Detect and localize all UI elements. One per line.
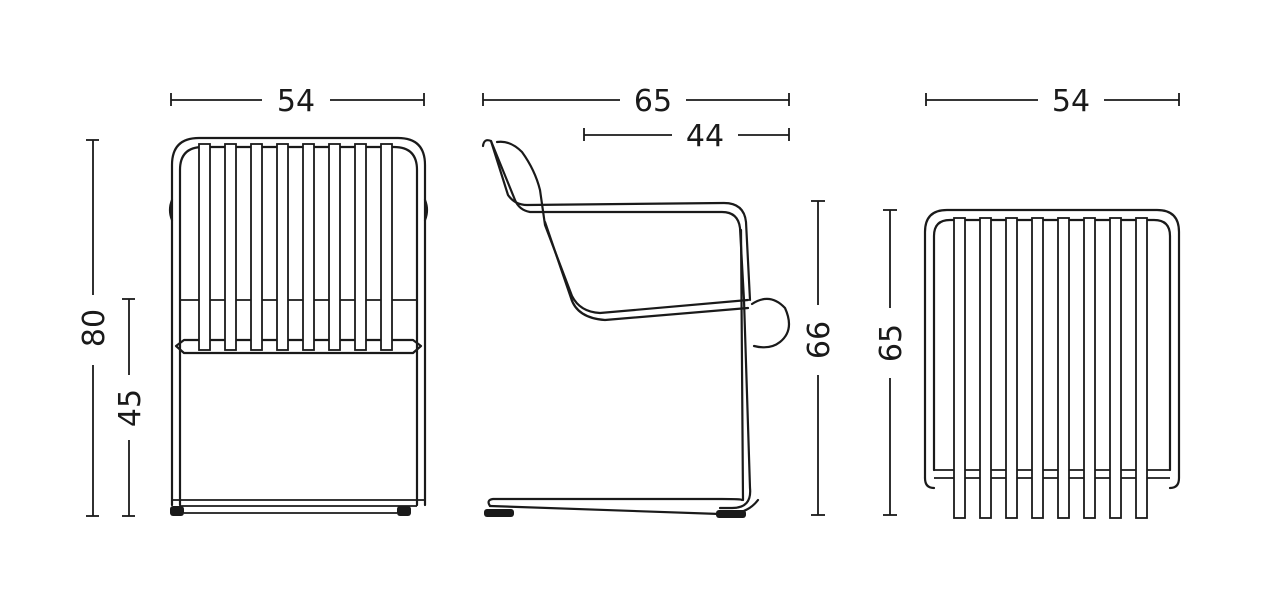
front-seat-height-dimension: 45	[113, 298, 148, 517]
front-chair-outline	[168, 136, 429, 516]
front-width-dimension: 54	[170, 84, 425, 119]
top-depth-dimension: 65	[874, 209, 909, 516]
side-view: 65 44 66	[481, 84, 837, 518]
side-height-label: 66	[802, 321, 837, 359]
top-width-dimension: 54	[925, 84, 1180, 119]
side-seat-depth-dimension: 44	[583, 119, 790, 154]
top-width-label: 54	[1052, 84, 1090, 119]
side-chair-outline	[481, 139, 791, 518]
front-view: 54 80 45	[77, 84, 429, 517]
front-slats	[198, 143, 393, 351]
front-seat-height-label: 45	[113, 389, 148, 427]
side-depth-label: 65	[634, 84, 672, 119]
front-height-dimension: 80	[77, 139, 112, 517]
side-seat-depth-label: 44	[686, 119, 724, 154]
side-height-dimension: 66	[802, 200, 837, 516]
top-view: 54 65	[874, 84, 1181, 519]
side-depth-dimension: 65	[482, 84, 790, 119]
front-width-label: 54	[277, 84, 315, 119]
top-slats	[953, 217, 1148, 519]
front-height-label: 80	[77, 309, 112, 347]
top-chair-outline	[923, 208, 1181, 490]
top-depth-label: 65	[874, 324, 909, 362]
